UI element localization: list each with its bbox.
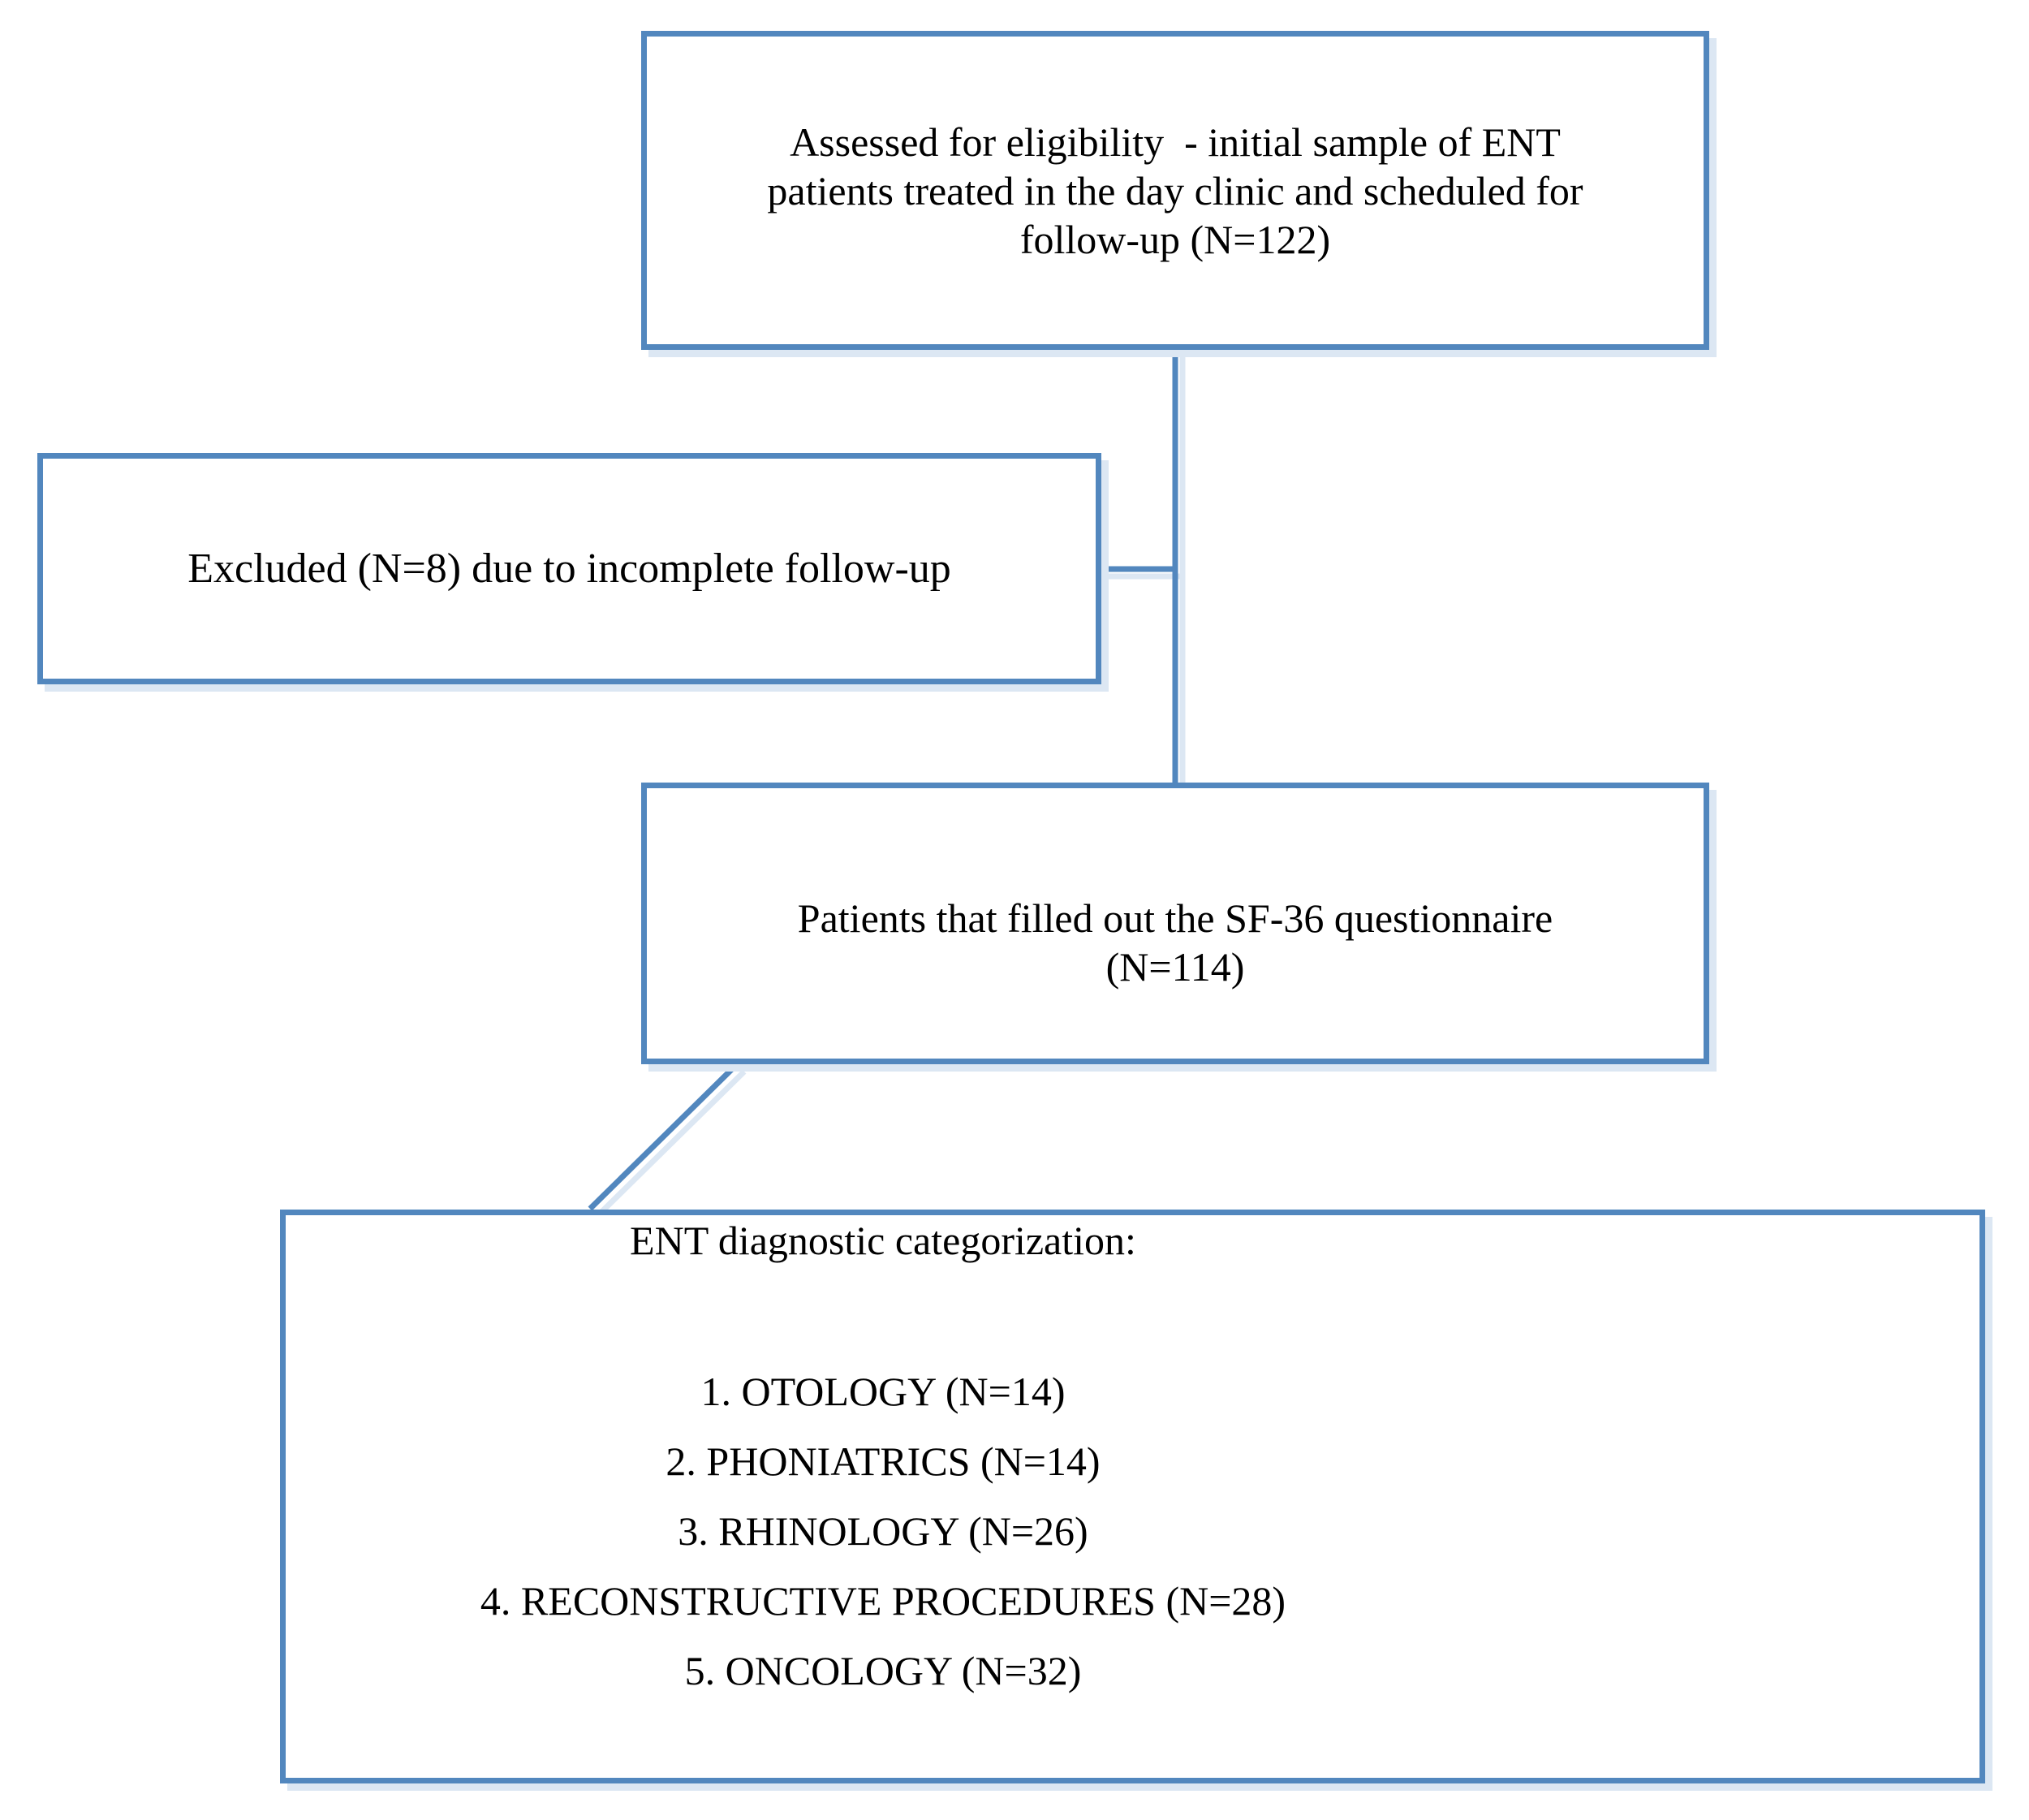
category-item-oncology: 5. ONCOLOGY (N=32) xyxy=(684,1648,1082,1693)
excluded-text: Excluded (N=8) due to incomplete follow-… xyxy=(187,545,951,592)
category-item-otology: 1. OTOLOGY (N=14) xyxy=(700,1369,1066,1414)
questionnaire-text: Patients that filled out the SF-36 quest… xyxy=(797,895,1553,990)
categorization-content: ENT diagnostic categorization: 1. OTOLOG… xyxy=(286,1215,1480,1706)
questionnaire-box: Patients that filled out the SF-36 quest… xyxy=(641,783,1709,1064)
categorization-title: ENT diagnostic categorization: xyxy=(630,1218,1136,1263)
category-item-reconstructive: 4. RECONSTRUCTIVE PROCEDURES (N=28) xyxy=(480,1578,1286,1624)
category-item-phoniatrics: 2. PHONIATRICS (N=14) xyxy=(666,1438,1101,1484)
eligibility-text: Assessed for eligibility - initial sampl… xyxy=(767,119,1583,262)
category-list: 1. OTOLOGY (N=14) 2. PHONIATRICS (N=14) … xyxy=(286,1356,1480,1706)
category-item-rhinology: 3. RHINOLOGY (N=26) xyxy=(678,1508,1088,1554)
connector-questionnaire-to-categorization xyxy=(588,1062,739,1211)
categorization-box: ENT diagnostic categorization: 1. OTOLOG… xyxy=(280,1210,1985,1783)
eligibility-box: Assessed for eligibility - initial sampl… xyxy=(641,31,1709,350)
connector-shadow-diagonal xyxy=(595,1069,747,1218)
excluded-box: Excluded (N=8) due to incomplete follow-… xyxy=(37,453,1101,684)
